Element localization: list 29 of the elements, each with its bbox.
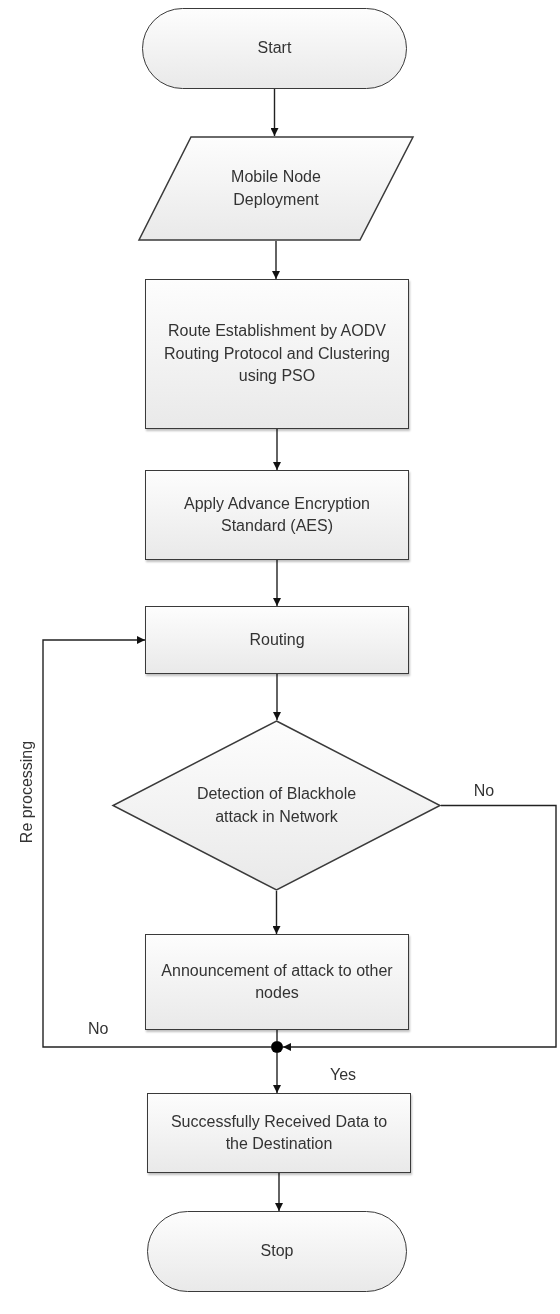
- arrow: [272, 240, 280, 280]
- arrow: [275, 1172, 283, 1212]
- node-text: Apply Advance Encryption Standard (AES): [183, 493, 371, 536]
- node-text: Start: [256, 38, 293, 59]
- node-text: Route Establishment by AODV Routing Protocol and Clustering using PSO: [163, 321, 391, 387]
- arrow: [273, 673, 281, 721]
- junction-dot: [271, 1041, 283, 1053]
- arrow: [273, 428, 281, 471]
- arrow: [273, 1052, 281, 1094]
- arrow: [273, 559, 281, 607]
- node-text: Successfully Received Data to the Destination: [169, 1111, 389, 1154]
- node-text: Announcement of attack to other nodes: [160, 960, 394, 1003]
- arrow: [42, 636, 272, 1048]
- input-parallelogram: [138, 136, 414, 241]
- branch-label: No: [88, 1020, 109, 1038]
- edge-label: Re processing: [18, 740, 36, 844]
- node-text: Detection of Blackhole attack in Network: [195, 784, 358, 827]
- node-text: Routing: [248, 629, 306, 650]
- process-box: [145, 279, 409, 429]
- node-text: Mobile Node Deployment: [230, 167, 322, 210]
- node-text: Stop: [259, 1241, 295, 1262]
- arrow: [282, 804, 557, 1051]
- process-box: [145, 606, 409, 674]
- decision-diamond: [112, 720, 441, 891]
- process-box: [145, 470, 409, 560]
- process-box: [147, 1093, 411, 1173]
- arrow: [270, 88, 279, 137]
- process-box: [145, 934, 409, 1030]
- arrow: [272, 890, 281, 935]
